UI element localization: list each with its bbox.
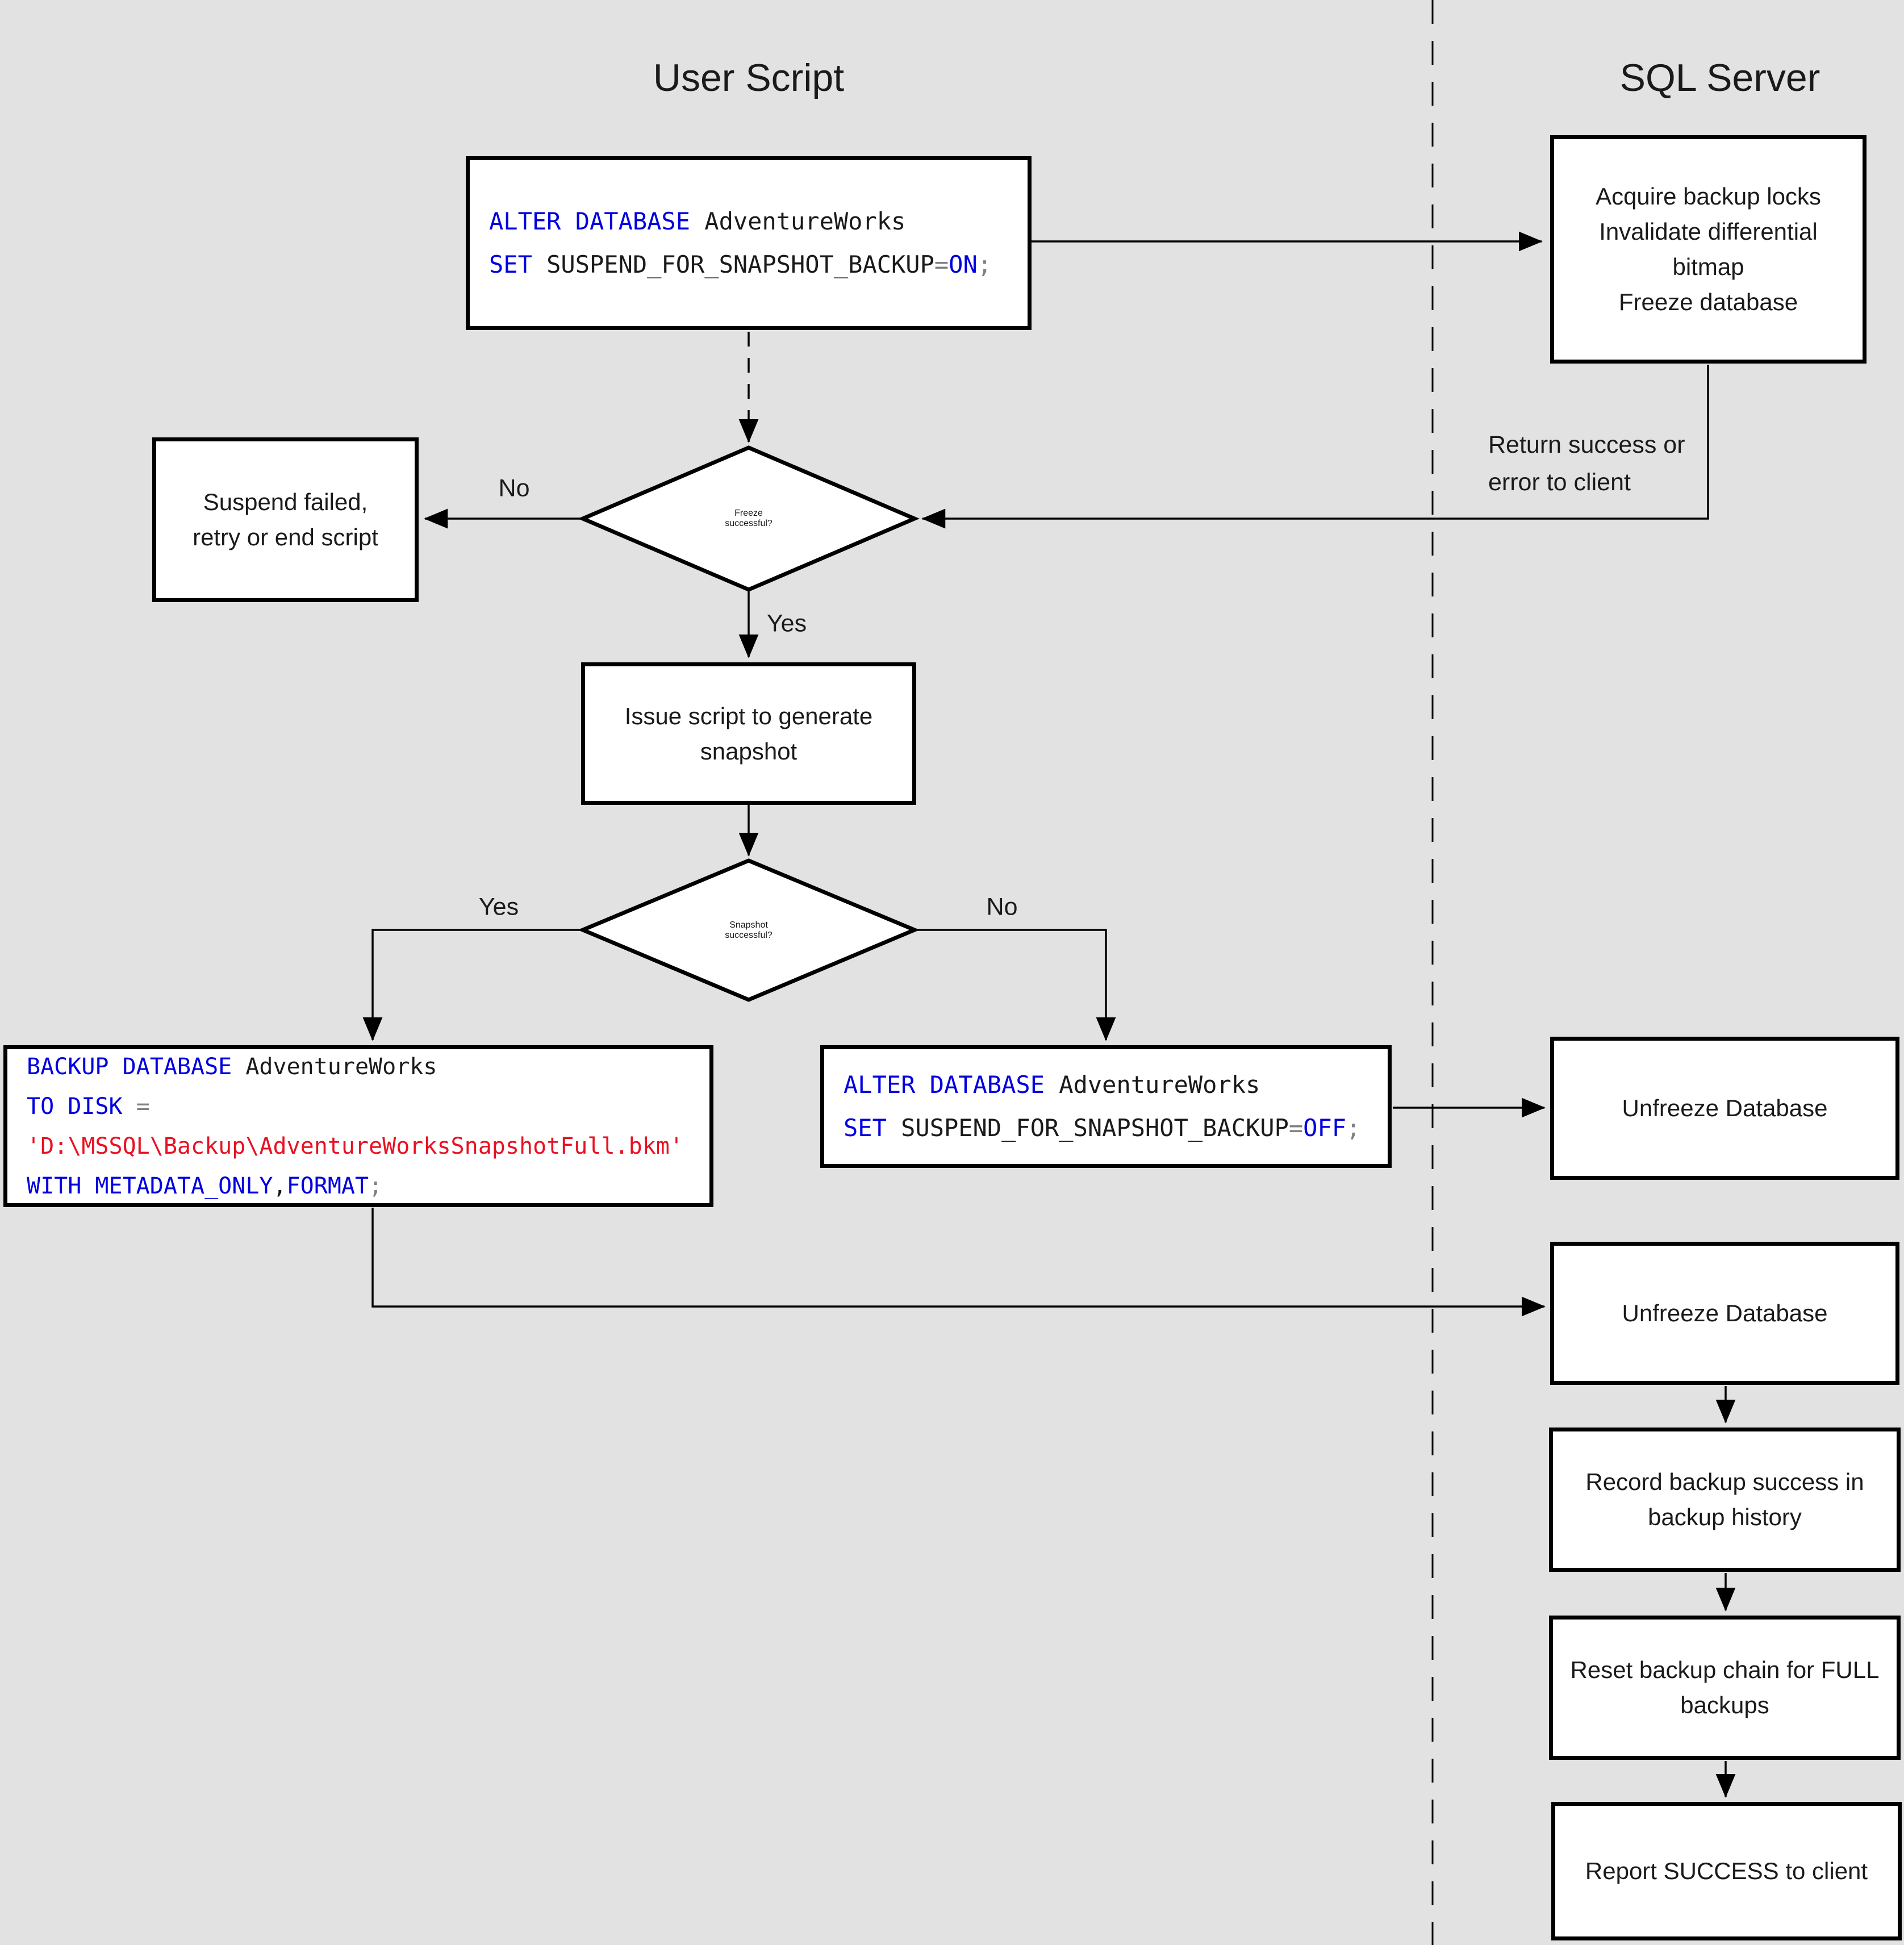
code-line: SET SUSPEND_FOR_SNAPSHOT_BACKUP=OFF; [844,1107,1360,1150]
code-token-kw: WITH METADATA_ONLY [27,1172,273,1199]
code-line: SET SUSPEND_FOR_SNAPSHOT_BACKUP=ON; [489,243,992,286]
edge-label-snapshot-no: No [986,893,1018,921]
text-line: Freeze [734,508,763,518]
code-token-op: ; [1346,1114,1361,1142]
text-line: successful? [725,519,773,528]
text-line: Unfreeze Database [1622,1095,1828,1121]
node-unfreeze-database-1: Unfreeze Database [1550,1037,1899,1180]
code-token-kw: TO DISK [27,1093,123,1120]
note-return-success-or-error: Return success or error to client [1488,426,1685,501]
connector-snapshot-yes-to-backup [362,929,583,1041]
lane-title-user-script: User Script [653,56,845,99]
text-line: Unfreeze Database [1622,1300,1828,1326]
code-token-id: AdventureWorks [232,1053,437,1080]
code-token-op: ; [977,251,992,278]
code-token-kw: ALTER DATABASE [844,1071,1045,1099]
code-token-op: = [934,251,949,278]
code-line: 'D:\MSSQL\Backup\AdventureWorksSnapshotF… [27,1126,683,1166]
code-token-id: , [273,1172,287,1199]
connector-backup-to-unfreeze2 [371,1208,1546,1317]
edge-label-freeze-no: No [498,474,530,502]
connector-snapshot-no-to-alteroff [915,929,1116,1041]
connector-acquire-to-freeze-decision [921,365,1709,529]
node-report-success: Report SUCCESS to client [1551,1802,1902,1940]
snapshot-decision-diamond [577,858,920,1002]
text-line: backup history [1648,1504,1802,1530]
code-token-kw: ON [949,251,978,278]
text-line: backups [1680,1692,1769,1718]
text-line: Return success or [1488,431,1685,458]
code-token-str: 'D:\MSSQL\Backup\AdventureWorksSnapshotF… [27,1133,683,1159]
code-token-kw: OFF [1303,1114,1347,1142]
code-token-id: SUSPEND_FOR_SNAPSHOT_BACKUP [532,251,934,278]
code-line: ALTER DATABASE AdventureWorks [844,1063,1260,1107]
text-line: Record backup success in [1585,1468,1864,1495]
text-line: Reset backup chain for FULL [1570,1656,1880,1683]
code-token-id: AdventureWorks [690,207,906,235]
code-line: ALTER DATABASE AdventureWorks [489,200,905,243]
node-issue-script-generate-snapshot: Issue script to generate snapshot [581,662,916,805]
text-line: Snapshot [729,920,768,930]
code-line: TO DISK = [27,1087,150,1126]
node-record-backup-history: Record backup success in backup history [1549,1428,1901,1572]
node-reset-backup-chain: Reset backup chain for FULL backups [1549,1616,1901,1760]
code-token-op: = [1288,1114,1304,1142]
node-suspend-failed: Suspend failed, retry or end script [152,437,419,602]
text-line: Issue script to generate [624,702,873,729]
code-token-kw: SET [844,1114,887,1142]
edge-label-freeze-yes: Yes [766,610,807,637]
code-token-id: AdventureWorks [1045,1071,1260,1099]
text-line: snapshot [700,737,797,765]
text-line: Acquire backup locks [1596,183,1821,210]
code-line: WITH METADATA_ONLY,FORMAT; [27,1166,382,1206]
code-token-kw: ALTER DATABASE [489,207,691,235]
text-line: Report SUCCESS to client [1585,1858,1868,1884]
node-unfreeze-database-2: Unfreeze Database [1550,1242,1899,1385]
text-line: successful? [725,930,773,940]
code-token-id: SUSPEND_FOR_SNAPSHOT_BACKUP [886,1114,1289,1142]
text-line: retry or end script [193,524,378,550]
text-line: Freeze database [1618,289,1798,315]
code-token-op: = [122,1093,150,1120]
code-token-kw: SET [489,251,532,278]
text-line: Suspend failed, [203,489,368,515]
lane-title-sql-server: SQL Server [1619,56,1821,99]
code-token-kw: FORMAT [286,1172,369,1199]
edge-label-snapshot-yes: Yes [478,893,519,921]
code-token-op: ; [369,1172,383,1199]
text-line: error to client [1488,469,1631,496]
text-line: Invalidate differential [1599,218,1818,245]
freeze-decision-diamond [578,445,920,592]
text-line: bitmap [1672,253,1744,280]
code-token-kw: BACKUP DATABASE [27,1053,232,1080]
code-line: BACKUP DATABASE AdventureWorks [27,1047,437,1087]
